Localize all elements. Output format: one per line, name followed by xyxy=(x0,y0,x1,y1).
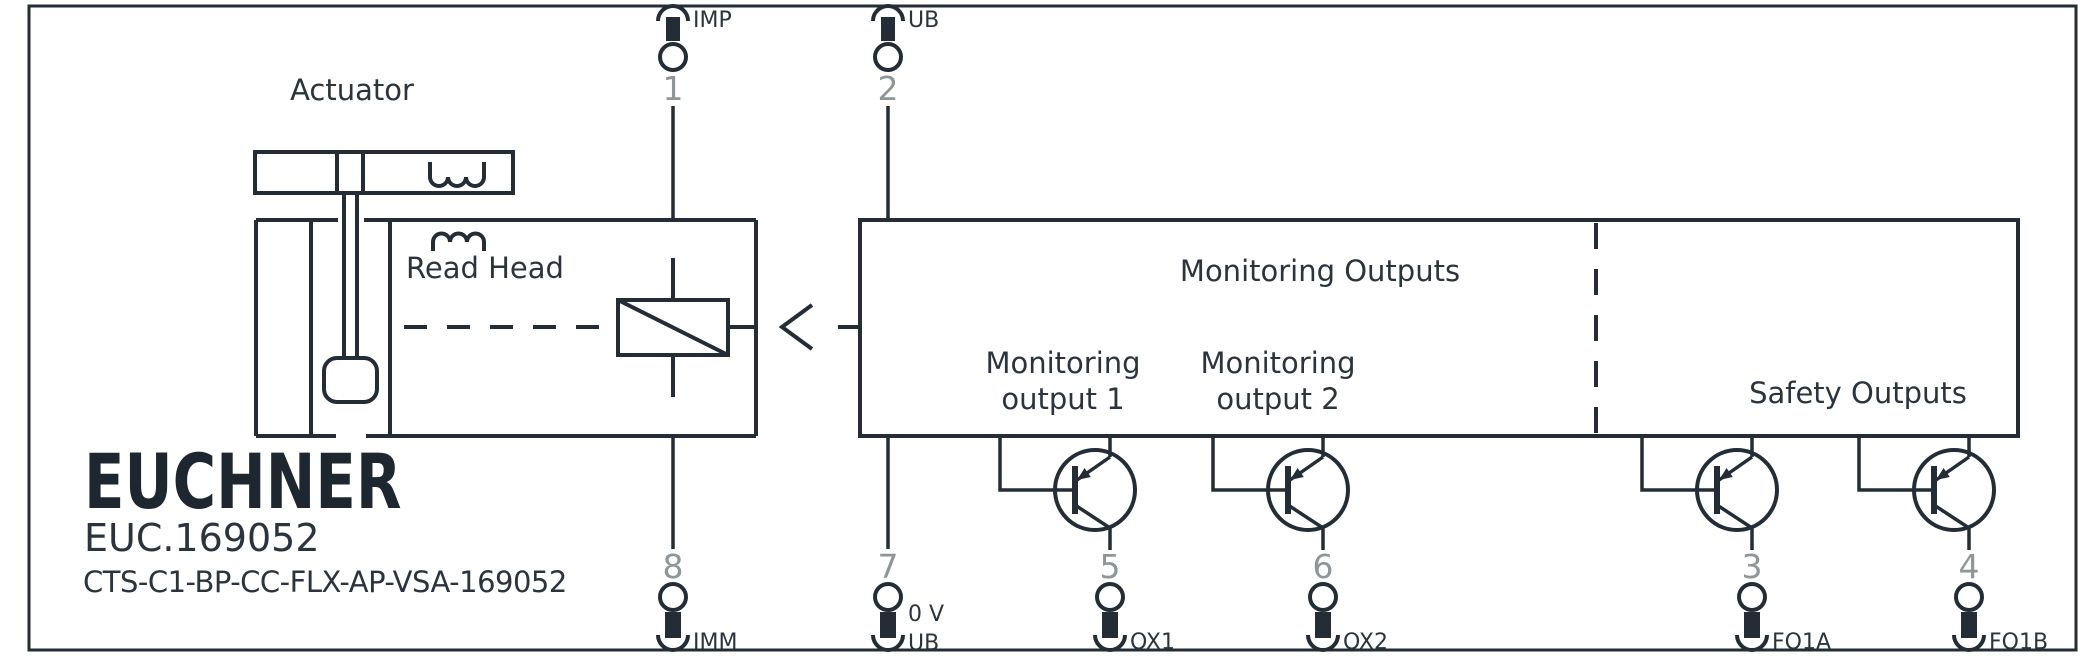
signal-label: UB xyxy=(908,8,939,33)
signal-label: IMP xyxy=(693,8,732,33)
safety-outputs-title: Safety Outputs xyxy=(1749,376,1967,410)
signal-label: FO1B xyxy=(1989,630,2048,655)
pin-number: 1 xyxy=(663,69,684,108)
plug-connector-icon xyxy=(656,634,690,652)
terminal-pin-2: 2 UB xyxy=(871,4,939,220)
plug-connector-icon xyxy=(871,4,905,22)
read-head-coil-icon xyxy=(431,231,486,251)
pnp-transistor-icon-safety-1 xyxy=(1642,437,1777,550)
actuator-stem xyxy=(342,193,359,358)
terminal-circle xyxy=(658,582,688,612)
outputs-box xyxy=(858,218,2020,438)
terminal-circle xyxy=(1095,582,1125,612)
plug-pin xyxy=(880,612,896,638)
terminal-pin-4: 4 FO1B xyxy=(1952,547,2048,655)
plug-pin xyxy=(666,17,680,41)
monitoring-output-2-label-line2: output 2 xyxy=(1216,382,1339,416)
terminal-pin-7: 7 0 V UB xyxy=(871,436,944,656)
relay-coil-icon xyxy=(616,258,756,397)
signal-label-line2: UB xyxy=(908,631,939,656)
brand-model: EUC.169052 xyxy=(84,516,320,560)
monitoring-output-2-label-line1: Monitoring xyxy=(1200,346,1355,380)
frame-border xyxy=(27,4,2078,652)
terminal-circle xyxy=(1737,582,1767,612)
plug-connector-icon xyxy=(1306,634,1340,652)
brand-logo: EUCHNER xyxy=(84,437,402,526)
actuator-tongue xyxy=(322,356,379,404)
terminal-circle xyxy=(873,582,903,612)
pin-number: 5 xyxy=(1100,547,1121,586)
terminal-circle xyxy=(1954,582,1984,612)
actuator-coil-icon xyxy=(428,162,486,188)
signal-label: IMM xyxy=(693,630,737,655)
plug-pin xyxy=(1961,612,1977,638)
terminal-pin-1: 1 IMP xyxy=(656,4,732,220)
actuator-label: Actuator xyxy=(290,73,414,107)
monitoring-output-1-label-line1: Monitoring xyxy=(985,346,1140,380)
pnp-transistor-icon-monitoring-1 xyxy=(1000,437,1135,550)
pnp-transistor-icon-safety-2 xyxy=(1859,437,1994,550)
plug-connector-icon xyxy=(1735,634,1769,652)
signal-label: OX2 xyxy=(1343,630,1388,655)
pin-number: 6 xyxy=(1313,547,1334,586)
monitoring-output-1-label-line2: output 1 xyxy=(1001,382,1124,416)
pin-number: 2 xyxy=(878,69,899,108)
terminal-pin-3: 3 FO1A xyxy=(1735,547,1831,655)
plug-pin xyxy=(665,612,681,638)
pnp-transistor-icon-monitoring-2 xyxy=(1213,437,1348,550)
actuator-symbol xyxy=(253,150,515,404)
terminal-pin-8: 8 IMM xyxy=(656,436,737,655)
read-head-label: Read Head xyxy=(406,251,564,285)
terminal-circle xyxy=(873,42,903,72)
plug-connector-icon xyxy=(656,4,690,22)
pin-number: 4 xyxy=(1959,547,1980,586)
plug-connector-icon xyxy=(871,634,905,652)
plug-connector-icon xyxy=(1093,634,1127,652)
plug-connector-icon xyxy=(1952,634,1986,652)
signal-label: FO1A xyxy=(1772,630,1831,655)
terminal-circle xyxy=(1308,582,1338,612)
plug-pin xyxy=(881,17,895,41)
plug-pin xyxy=(1744,612,1760,638)
plug-pin xyxy=(1102,612,1118,638)
terminal-circle xyxy=(658,42,688,72)
actuator-bar xyxy=(253,150,515,195)
pin-number: 7 xyxy=(878,547,899,586)
pin-number: 8 xyxy=(663,547,684,586)
pin-number: 3 xyxy=(1742,547,1763,586)
brand-part-number: CTS-C1-BP-CC-FLX-AP-VSA-169052 xyxy=(83,565,567,599)
plug-pin xyxy=(1315,612,1331,638)
terminal-pin-6: 6 OX2 xyxy=(1306,547,1388,655)
monitoring-outputs-title: Monitoring Outputs xyxy=(1180,254,1460,288)
signal-label-line1: 0 V xyxy=(908,602,944,627)
actuator-bar-dividers xyxy=(335,152,365,193)
signal-arrow-left-icon xyxy=(778,303,860,351)
signal-label: OX1 xyxy=(1130,630,1175,655)
terminal-pin-5: 5 OX1 xyxy=(1093,547,1175,655)
